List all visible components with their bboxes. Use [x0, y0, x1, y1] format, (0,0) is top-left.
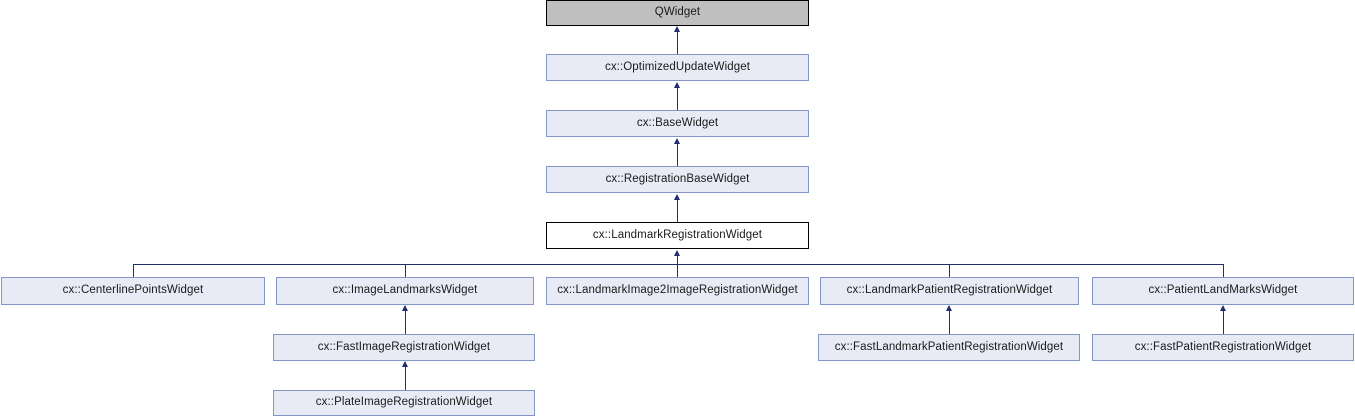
class-node-label: cx::LandmarkPatientRegistrationWidget: [846, 284, 1053, 297]
edge-bus-drop-centerline: [133, 264, 134, 277]
class-node-qwidget[interactable]: QWidget: [546, 0, 809, 26]
class-node-plate-image-registration-widget[interactable]: cx::PlateImageRegistrationWidget: [273, 390, 535, 416]
edge-fastlandmarkpatient-to-landmarkpatient: [949, 311, 950, 334]
edge-bus-drop-landmark-patient: [949, 264, 950, 277]
class-node-fast-image-registration-widget[interactable]: cx::FastImageRegistrationWidget: [273, 334, 535, 361]
arrow-optimized-to-qwidget: [674, 26, 680, 32]
class-node-label: QWidget: [654, 6, 701, 19]
arrow-landmarkreg-to-regbase: [674, 194, 680, 200]
arrow-fastimage-to-imagelandmarks: [402, 305, 408, 311]
edge-fastimage-to-imagelandmarks: [405, 311, 406, 334]
arrow-regbase-to-base: [674, 138, 680, 144]
class-node-image-landmarks-widget[interactable]: cx::ImageLandmarksWidget: [276, 277, 534, 305]
class-node-label: cx::LandmarkImage2ImageRegistrationWidge…: [557, 284, 798, 297]
class-node-label: cx::PatientLandMarksWidget: [1148, 284, 1298, 297]
class-node-base-widget[interactable]: cx::BaseWidget: [546, 110, 809, 137]
edge-optimized-to-qwidget: [677, 32, 678, 54]
class-node-label: cx::ImageLandmarksWidget: [332, 284, 478, 297]
arrow-bus-to-landmarkreg: [674, 250, 680, 256]
class-node-label: cx::FastImageRegistrationWidget: [317, 340, 491, 353]
edge-bus-horizontal: [133, 264, 1224, 265]
edge-landmarkreg-to-regbase: [677, 200, 678, 222]
class-node-fast-patient-registration-widget[interactable]: cx::FastPatientRegistrationWidget: [1092, 334, 1354, 361]
class-node-label: cx::FastLandmarkPatientRegistrationWidge…: [834, 340, 1064, 353]
arrow-base-to-optimized: [674, 82, 680, 88]
class-node-patient-landmarks-widget[interactable]: cx::PatientLandMarksWidget: [1092, 277, 1354, 305]
edge-plateimage-to-fastimage: [405, 367, 406, 390]
edge-bus-drop-image2image: [677, 264, 678, 277]
class-node-label: cx::FastPatientRegistrationWidget: [1134, 340, 1312, 353]
class-node-fast-landmark-patient-registration-widget[interactable]: cx::FastLandmarkPatientRegistrationWidge…: [818, 334, 1080, 361]
edge-fastpatient-to-patientlandmarks: [1223, 311, 1224, 334]
arrow-fastpatient-to-patientlandmarks: [1220, 305, 1226, 311]
class-node-label: cx::BaseWidget: [636, 116, 719, 129]
edge-bus-drop-patient-landmarks: [1223, 264, 1224, 277]
arrow-fastlandmarkpatient-to-landmarkpatient: [946, 305, 952, 311]
class-node-centerline-points-widget[interactable]: cx::CenterlinePointsWidget: [1, 277, 265, 305]
class-node-label: cx::LandmarkRegistrationWidget: [592, 228, 763, 241]
class-node-landmark-patient-registration-widget[interactable]: cx::LandmarkPatientRegistrationWidget: [820, 277, 1079, 305]
class-node-label: cx::PlateImageRegistrationWidget: [315, 396, 493, 409]
edge-regbase-to-base: [677, 144, 678, 166]
class-node-label: cx::OptimizedUpdateWidget: [604, 60, 751, 73]
class-node-label: cx::RegistrationBaseWidget: [605, 172, 750, 185]
edge-bus-drop-image-landmarks: [405, 264, 406, 277]
class-node-label: cx::CenterlinePointsWidget: [62, 284, 204, 297]
class-node-landmark-registration-widget[interactable]: cx::LandmarkRegistrationWidget: [546, 222, 809, 249]
class-node-registration-base-widget[interactable]: cx::RegistrationBaseWidget: [546, 166, 809, 193]
edge-base-to-optimized: [677, 88, 678, 110]
class-node-optimized-update-widget[interactable]: cx::OptimizedUpdateWidget: [546, 54, 809, 81]
arrow-plateimage-to-fastimage: [402, 361, 408, 367]
class-node-landmark-image2image-registration-widget[interactable]: cx::LandmarkImage2ImageRegistrationWidge…: [546, 277, 809, 305]
